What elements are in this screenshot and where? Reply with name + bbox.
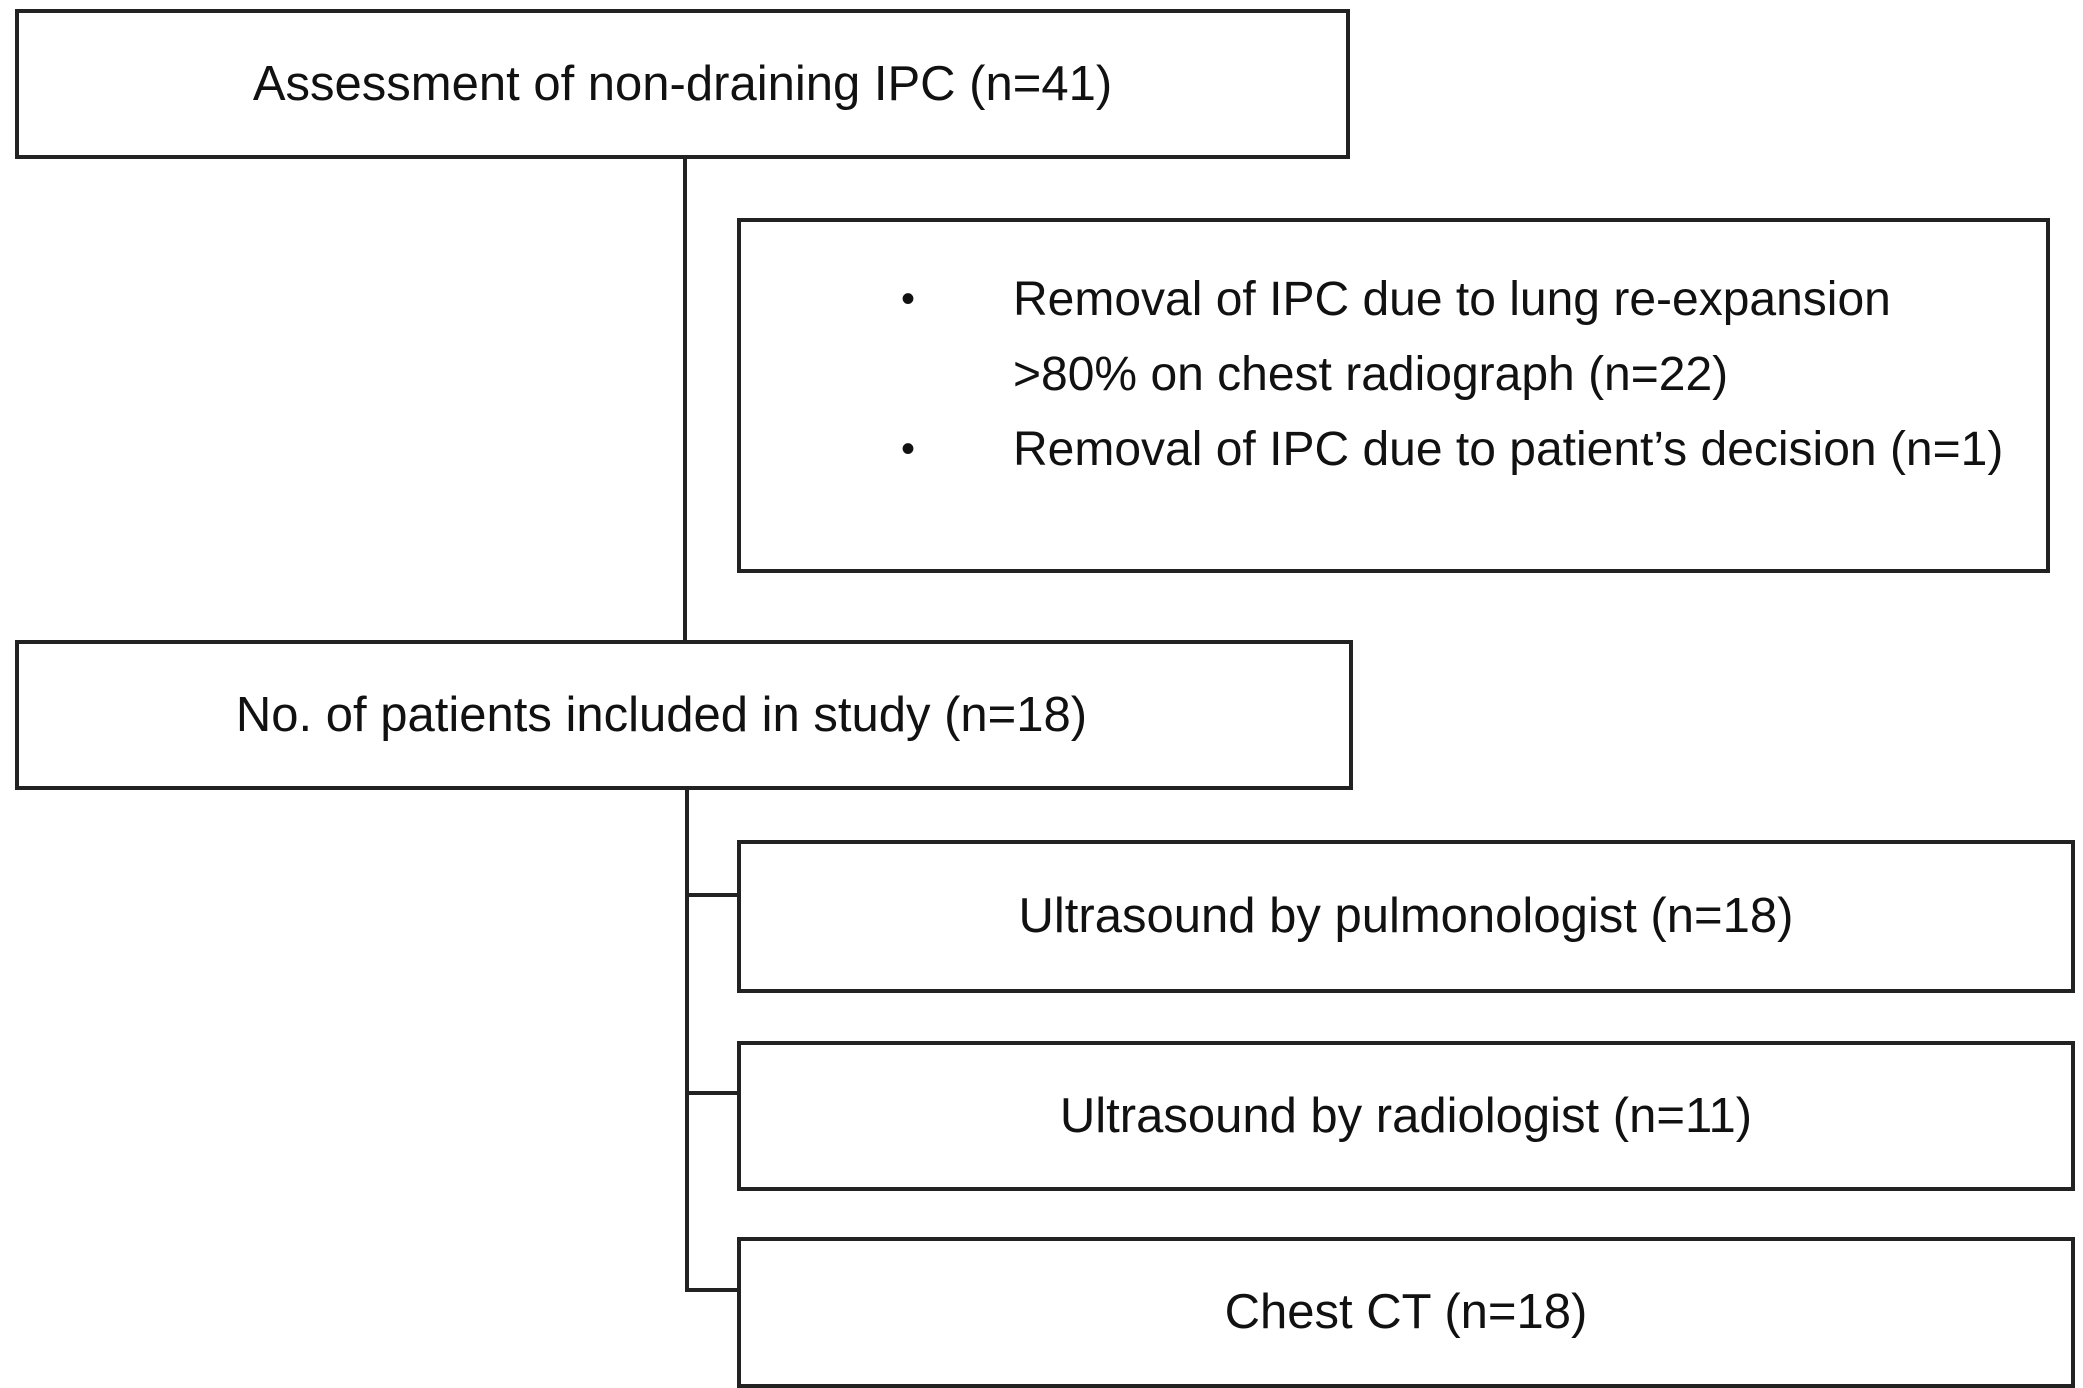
outcome-box-ultrasound-radiologist: Ultrasound by radiologist (n=11) [737, 1041, 2075, 1191]
exclusion-box: • Removal of IPC due to lung re-expansio… [737, 218, 2050, 573]
outcome-box-ultrasound-pulmonologist: Ultrasound by pulmonologist (n=18) [737, 840, 2075, 993]
bullet-icon: • [901, 277, 916, 321]
bullet-icon: • [901, 427, 916, 471]
assessment-box: Assessment of non-draining IPC (n=41) [15, 9, 1350, 159]
outcome-label: Ultrasound by radiologist (n=11) [1059, 1088, 1753, 1143]
exclusion-text: Removal of IPC due to lung re-expansion … [1013, 273, 1891, 401]
included-box: No. of patients included in study (n=18) [15, 640, 1353, 790]
assessment-label: Assessment of non-draining IPC (n=41) [252, 56, 1113, 111]
outcome-label: Chest CT (n=18) [1224, 1285, 1588, 1340]
included-label: No. of patients included in study (n=18) [235, 687, 1088, 742]
outcome-label: Ultrasound by pulmonologist (n=18) [1018, 889, 1794, 944]
exclusion-item-lung-reexpansion: • Removal of IPC due to lung re-expansio… [741, 262, 2046, 412]
exclusion-text: Removal of IPC due to patient’s decision… [1013, 423, 2004, 476]
outcome-box-chest-ct: Chest CT (n=18) [737, 1237, 2075, 1388]
exclusion-item-patient-decision: • Removal of IPC due to patient’s decisi… [741, 412, 2046, 562]
